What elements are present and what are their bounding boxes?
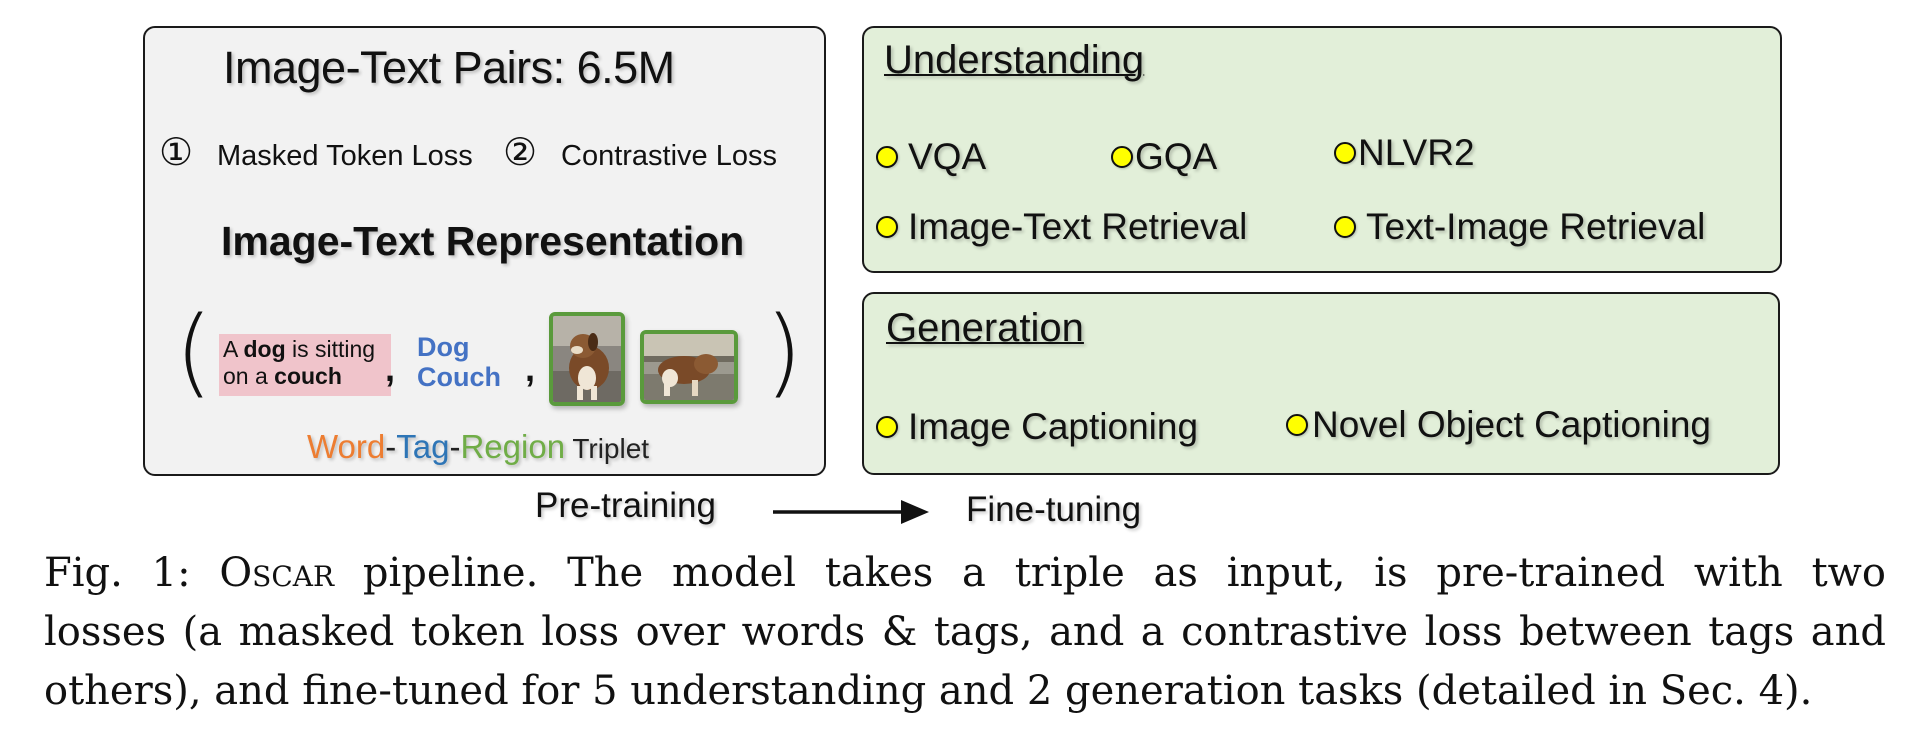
- stage-finetuning-label: Fine-tuning: [966, 490, 1142, 529]
- comma: ,: [385, 348, 396, 389]
- caption-text: A: [223, 336, 244, 362]
- arrow-right-icon: [773, 500, 929, 524]
- bullet-icon: [876, 416, 898, 438]
- task-label: Image-Text Retrieval: [908, 206, 1248, 247]
- triplet-word: Word: [307, 428, 386, 465]
- pretraining-panel: Image-Text Pairs: 6.5M ① Masked Token Lo…: [143, 26, 826, 476]
- word-caption-line-2: on a couch: [223, 363, 342, 390]
- triplet-suffix: Triplet: [565, 433, 650, 464]
- caption-word-dog: dog: [243, 336, 286, 362]
- triplet-tag: Tag: [396, 428, 450, 465]
- task-vqa: VQA: [876, 136, 986, 178]
- word-caption-line-1: A dog is sitting: [223, 336, 375, 363]
- triplet-dash: -: [385, 428, 397, 465]
- figure-caption: Fig. 1: Oscar pipeline. The model takes …: [44, 544, 1886, 721]
- region-image-couch: [640, 330, 738, 404]
- caption-line-2: losses (a masked token loss over words &…: [44, 609, 1886, 655]
- loss-2-number: ②: [503, 130, 538, 174]
- word-caption-highlight: [219, 334, 391, 396]
- representation-title: Image-Text Representation: [221, 218, 745, 264]
- region-image-dog: [549, 312, 625, 406]
- loss-2-label: Contrastive Loss: [561, 140, 777, 172]
- task-label: Novel Object Captioning: [1312, 404, 1711, 445]
- pairs-title: Image-Text Pairs: 6.5M: [223, 42, 675, 93]
- loss-1-number: ①: [159, 130, 194, 174]
- caption-text: on a: [223, 363, 275, 389]
- caption-word-couch: couch: [274, 363, 342, 389]
- comma: ,: [525, 348, 536, 389]
- understanding-panel: Understanding VQA GQA NLVR2 Image-Text R…: [862, 26, 1782, 273]
- caption-line-1: Fig. 1: Oscar pipeline. The model takes …: [44, 544, 1886, 603]
- bullet-icon: [1334, 142, 1356, 164]
- bullet-icon: [876, 216, 898, 238]
- stage-pretraining-label: Pre-training: [535, 486, 716, 525]
- bullet-icon: [1111, 146, 1133, 168]
- caption-text: is sitting: [285, 336, 376, 362]
- word-tag-region-triplet: Word-Tag-Region Triplet: [307, 428, 649, 466]
- task-text-image-retrieval: Text-Image Retrieval: [1334, 206, 1705, 248]
- bullet-icon: [1286, 414, 1308, 436]
- task-gqa: GQA: [1111, 136, 1217, 178]
- caption-line-3: others), and fine-tuned for 5 understand…: [44, 668, 1813, 714]
- generation-title: Generation: [886, 306, 1084, 350]
- task-label: VQA: [908, 136, 987, 177]
- triplet-dash: -: [449, 428, 461, 465]
- bullet-icon: [876, 146, 898, 168]
- close-paren: ): [765, 296, 803, 408]
- model-name: Oscar: [219, 550, 335, 596]
- tag-dog: Dog: [417, 332, 470, 362]
- task-image-captioning: Image Captioning: [876, 406, 1198, 448]
- open-paren: (: [175, 296, 213, 408]
- task-label: Text-Image Retrieval: [1366, 206, 1706, 247]
- task-image-text-retrieval: Image-Text Retrieval: [876, 206, 1247, 248]
- understanding-title: Understanding: [884, 38, 1145, 82]
- task-novel-object-captioning: Novel Object Captioning: [1286, 404, 1711, 446]
- caption-text: pipeline. The model takes a triple as in…: [334, 550, 1886, 596]
- task-label: Image Captioning: [908, 406, 1199, 447]
- tag-couch: Couch: [417, 362, 501, 392]
- task-label: GQA: [1135, 136, 1218, 177]
- task-nlvr2: NLVR2: [1334, 132, 1475, 174]
- triplet-region: Region: [460, 428, 566, 465]
- bullet-icon: [1334, 216, 1356, 238]
- generation-panel: Generation Image Captioning Novel Object…: [862, 292, 1780, 475]
- figure-label: Fig. 1:: [44, 550, 220, 596]
- loss-1-label: Masked Token Loss: [217, 140, 473, 172]
- task-label: NLVR2: [1358, 132, 1475, 173]
